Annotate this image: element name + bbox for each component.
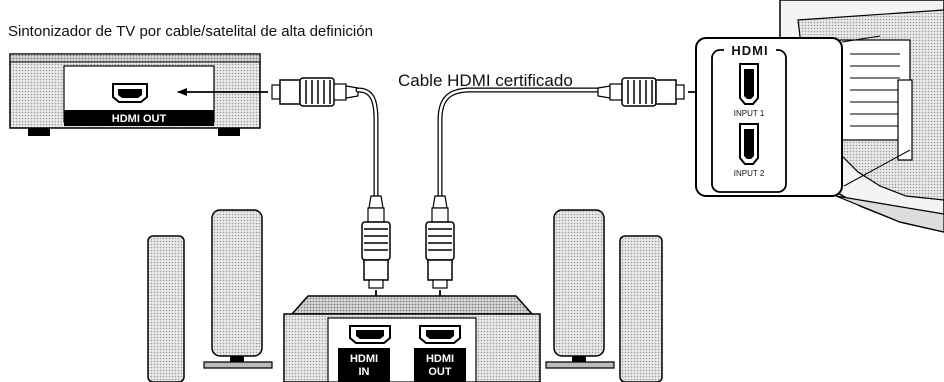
tv-input2-port-icon	[739, 123, 759, 165]
zoom-line-bottom	[843, 149, 911, 187]
av-receiver: HDMI IN HDMI OUT	[283, 295, 541, 382]
cable-label: Cable HDMI certificado	[398, 71, 573, 90]
receiver-in-label-2: IN	[359, 366, 370, 378]
speaker-far-left	[147, 235, 185, 382]
tv-input1-port-icon	[739, 63, 759, 105]
hdmi-plug-down-right-icon	[425, 195, 455, 289]
zoom-line-top	[841, 35, 881, 43]
speaker-right	[545, 209, 615, 369]
receiver-hdmi-in-port-icon	[349, 325, 391, 344]
speaker-far-right	[619, 235, 663, 382]
tuner-port-label: HDMI OUT	[112, 113, 167, 125]
diagram-title: Sintonizador de TV por cable/satelital d…	[8, 23, 373, 40]
tv-input1-label: INPUT 1	[734, 109, 765, 118]
tuner-box: HDMI OUT	[9, 53, 261, 136]
receiver-out-label-2: OUT	[428, 366, 452, 378]
receiver-hdmi-out-port-icon	[419, 325, 461, 344]
hdmi-plug-left-icon	[271, 77, 359, 107]
tv-input2-label: INPUT 2	[734, 169, 765, 178]
cable-left	[355, 87, 379, 203]
receiver-out-label-1: HDMI	[426, 353, 454, 365]
hdmi-plug-down-left-icon	[361, 195, 391, 289]
speaker-left	[203, 209, 273, 369]
tv-hdmi-logo: HDMI	[731, 43, 768, 58]
tv-hdmi-panel: HDMI INPUT 1 INPUT 2	[695, 37, 843, 197]
tuner-hdmi-port-icon	[112, 83, 148, 103]
cable-right	[437, 87, 601, 203]
receiver-in-label-1: HDMI	[350, 353, 378, 365]
hdmi-plug-right-icon	[597, 77, 685, 107]
